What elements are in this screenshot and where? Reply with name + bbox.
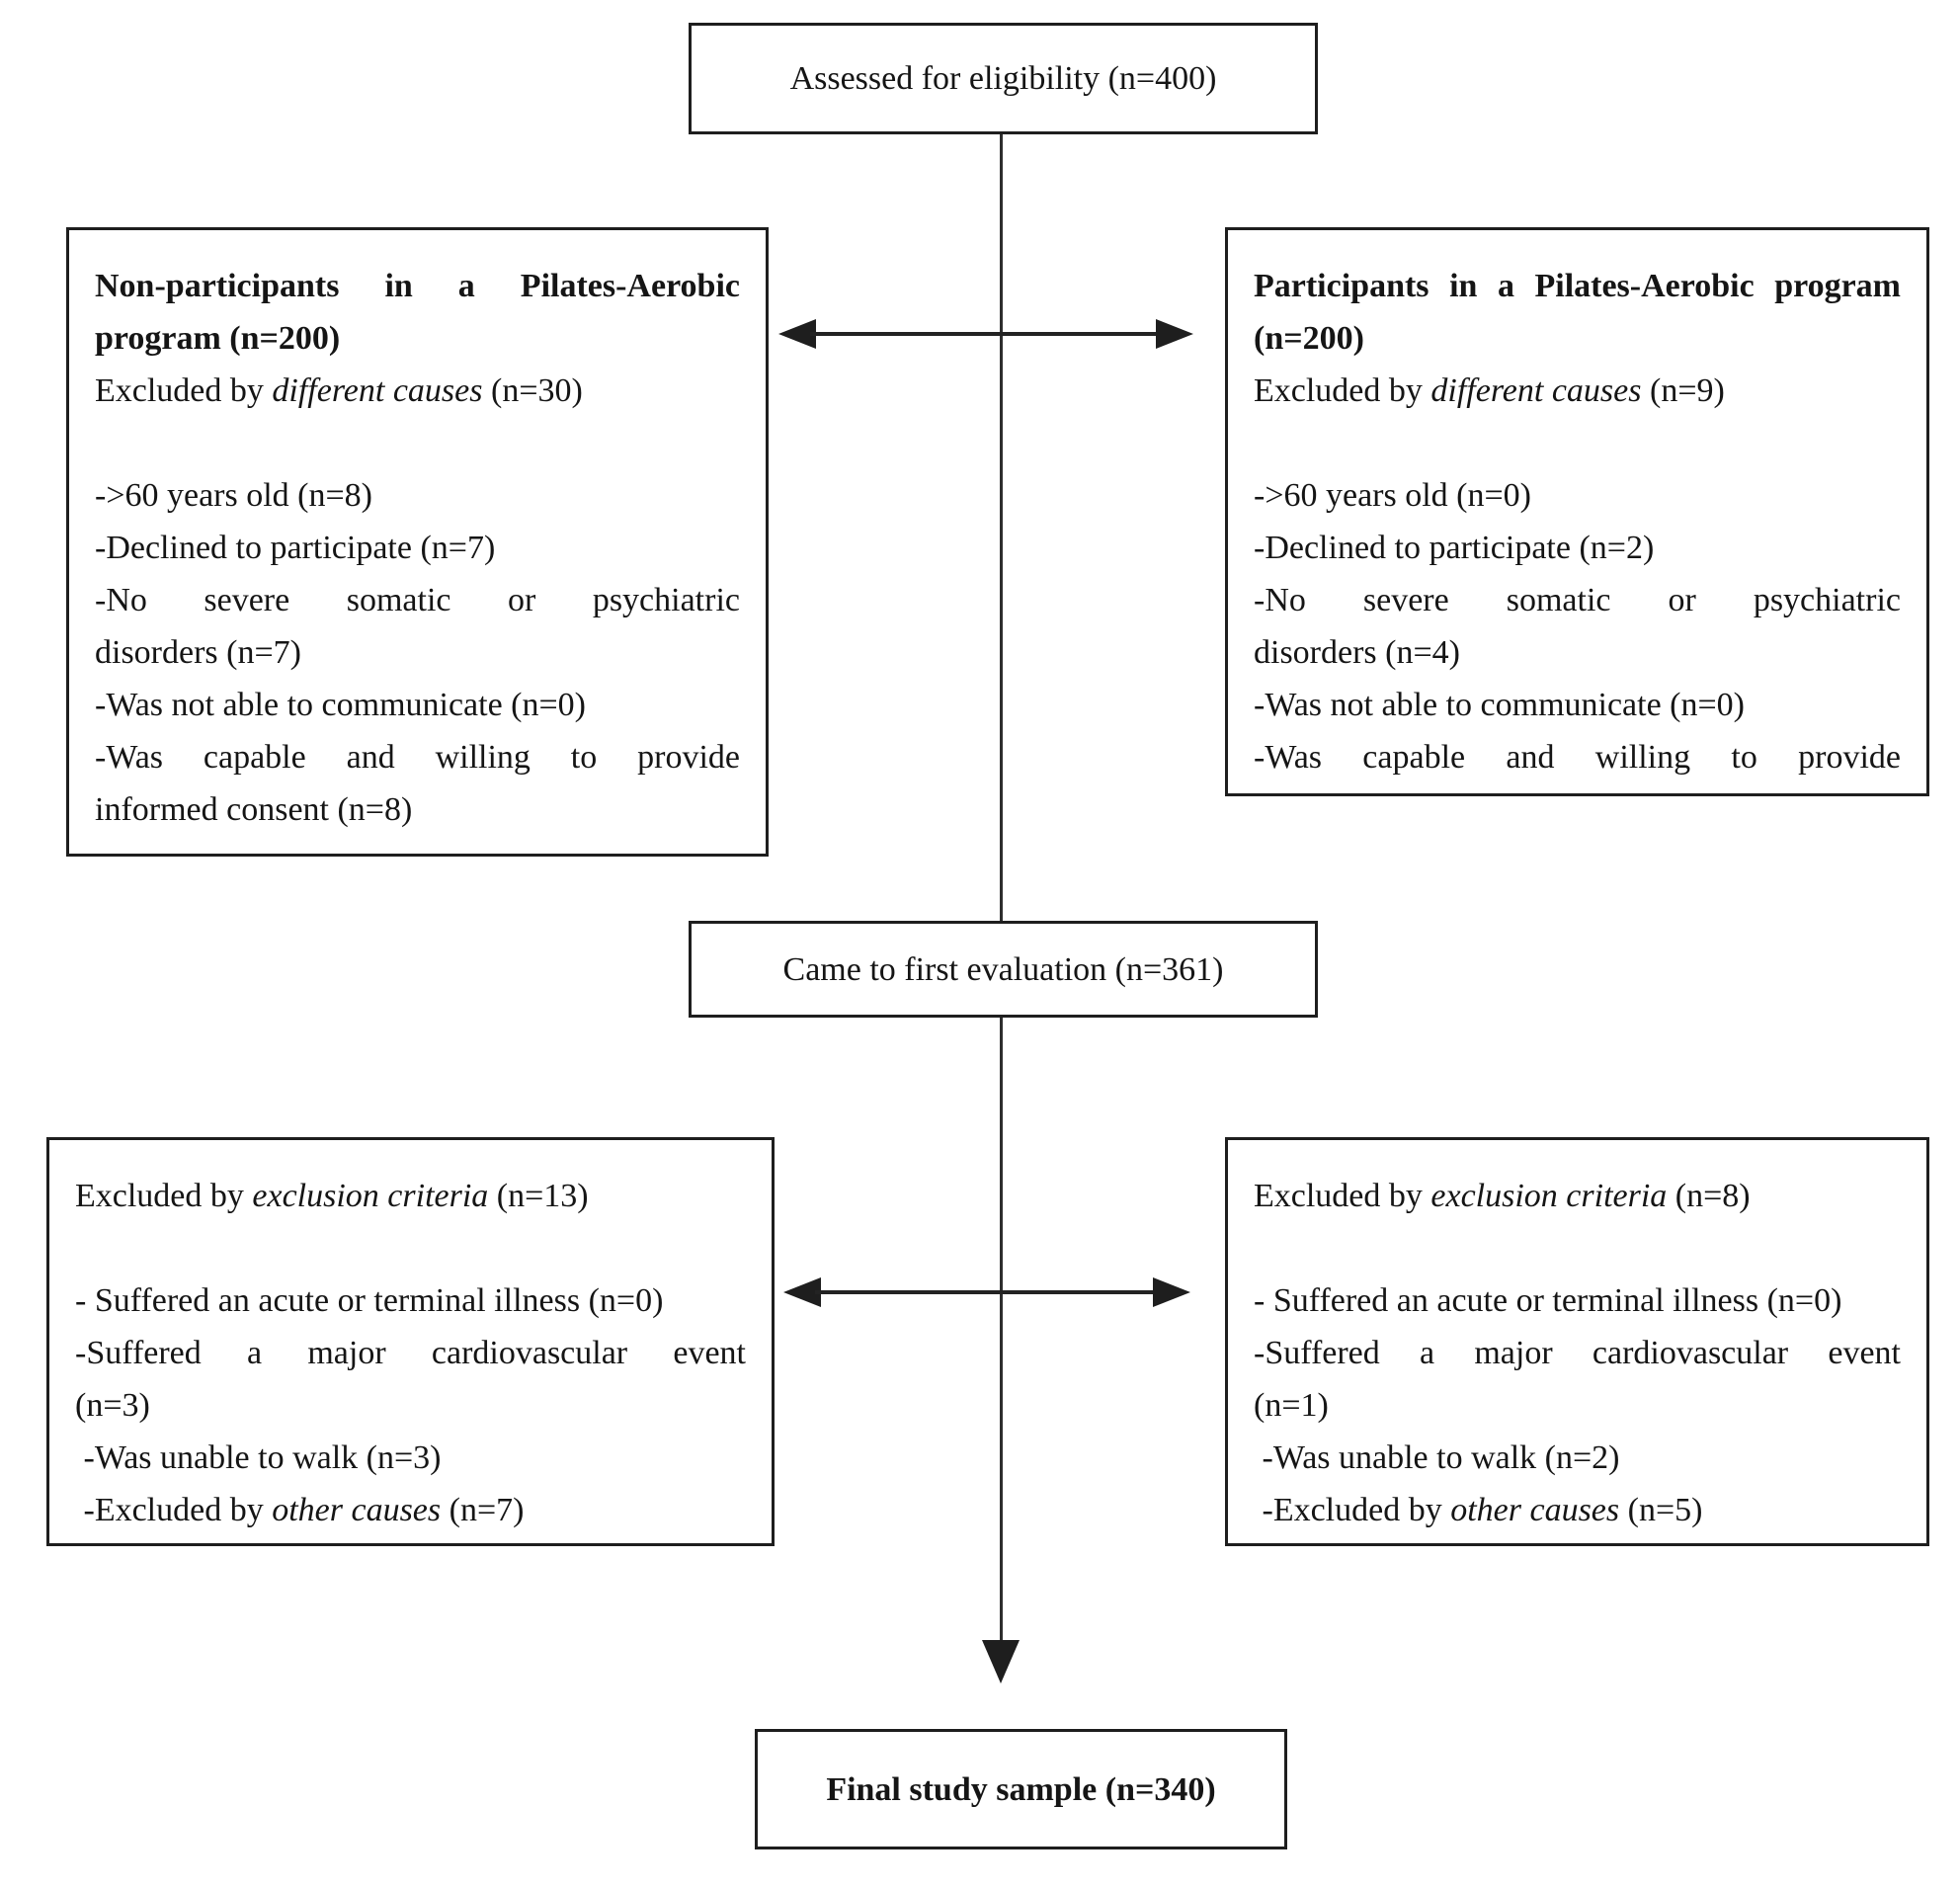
blank-line [75,1222,746,1274]
text-segment: -Was not able to communicate (n=0) [1254,687,1746,723]
text-segment: (n=3) [75,1387,150,1424]
italic-text-segment: other causes [1450,1492,1620,1528]
text-line: Excluded by exclusion criteria (n=13) [75,1170,746,1222]
text-line: ->60 years old (n=0) [1254,469,1901,522]
text-segment: ->60 years old (n=0) [1254,477,1531,514]
text-line: Excluded by different causes (n=30) [95,365,740,417]
text-line: -Was unable to walk (n=2) [1254,1432,1901,1484]
text-line: -Suffered a major cardiovascular event [1254,1327,1901,1379]
text-line: disorders (n=7) [95,626,740,679]
double-arrow-top [778,319,1193,349]
text-line: -Excluded by other causes (n=5) [1254,1484,1901,1536]
italic-text-segment: other causes [272,1492,442,1528]
text-segment: (n=200) [1254,320,1364,357]
down-arrowhead-icon [982,1640,1020,1684]
text-segment: (n=8) [1667,1178,1751,1214]
left-arrowhead-icon [783,1277,821,1307]
text-segment: -Suffered a major cardiovascular event [1254,1335,1901,1371]
text-segment: disorders (n=7) [95,634,301,671]
arrow-shaft [810,332,1162,336]
text-segment: (n=1) [1254,1387,1329,1424]
text-line: Excluded by different causes (n=9) [1254,365,1901,417]
italic-text-segment: exclusion criteria [252,1178,489,1214]
text-segment: - Suffered an acute or terminal illness … [75,1282,664,1319]
text-line: (n=3) [75,1379,746,1432]
italic-text-segment: different causes [272,372,483,409]
text-segment: -Was not able to communicate (n=0) [95,687,587,723]
text-segment: (n=7) [441,1492,525,1528]
text-line: -Excluded by other causes (n=7) [75,1484,746,1536]
text-segment: -Was unable to walk (n=2) [1254,1439,1620,1476]
text-line: -Declined to participate (n=2) [1254,522,1901,574]
text-segment: (n=30) [482,372,583,409]
text-segment: -Was unable to walk (n=3) [75,1439,442,1476]
vertical-flow-line [1000,134,1003,1642]
box-excluded-right: Excluded by exclusion criteria (n=8) - S… [1225,1137,1929,1546]
text-line: disorders (n=4) [1254,626,1901,679]
text-line: -Was capable and willing to provide [95,731,740,783]
box-first-evaluation: Came to first evaluation (n=361) [689,921,1318,1018]
blank-line [1254,1222,1901,1274]
text-segment: -No severe somatic or psychiatric [95,582,740,618]
text-line: Excluded by exclusion criteria (n=8) [1254,1170,1901,1222]
text-line: informed consent (n=8) [95,783,740,836]
text-line: program (n=200) [95,312,740,365]
text-line: -Was unable to walk (n=3) [75,1432,746,1484]
blank-line [95,417,740,469]
text-line: (n=200) [1254,312,1901,365]
text-segment: -Excluded by [75,1492,273,1528]
box-label: Came to first evaluation (n=361) [782,950,1224,988]
text-segment: -Suffered a major cardiovascular event [75,1335,746,1371]
text-segment: (n=9) [1641,372,1725,409]
box-non-participants: Non-participants in a Pilates-Aerobic pro… [66,227,769,857]
text-segment: informed consent (n=8) [95,791,413,828]
text-segment: Excluded by [1254,1178,1431,1214]
text-line: Participants in a Pilates-Aerobic progra… [1254,260,1901,312]
text-segment: (n=13) [488,1178,589,1214]
right-arrowhead-icon [1156,319,1193,349]
text-segment: -Excluded by [1254,1492,1451,1528]
text-line: -Was capable and willing to provide [1254,731,1901,783]
text-line: -Was not able to communicate (n=0) [95,679,740,731]
box-participants: Participants in a Pilates-Aerobic progra… [1225,227,1929,796]
box-final-sample: Final study sample (n=340) [755,1729,1287,1849]
text-line: (n=1) [1254,1379,1901,1432]
italic-text-segment: exclusion criteria [1430,1178,1668,1214]
text-segment: -Was capable and willing to provide [95,739,740,776]
text-segment: Excluded by [75,1178,253,1214]
text-line: -Suffered a major cardiovascular event [75,1327,746,1379]
box-excluded-left: Excluded by exclusion criteria (n=13) - … [46,1137,775,1546]
blank-line [1254,417,1901,469]
text-segment: -No severe somatic or psychiatric [1254,582,1901,618]
text-segment: Non-participants in a Pilates-Aerobic [95,268,740,304]
double-arrow-bottom [783,1277,1190,1307]
arrow-shaft [815,1290,1159,1294]
text-segment: (n=5) [1619,1492,1703,1528]
text-segment: Excluded by [95,372,273,409]
text-segment: - Suffered an acute or terminal illness … [1254,1282,1842,1319]
text-line: - Suffered an acute or terminal illness … [1254,1274,1901,1327]
right-arrowhead-icon [1153,1277,1190,1307]
box-label: Assessed for eligibility (n=400) [789,60,1217,97]
text-segment: Participants in a Pilates-Aerobic progra… [1254,268,1901,304]
text-line: -No severe somatic or psychiatric [95,574,740,626]
text-segment: -Was capable and willing to provide [1254,739,1901,776]
text-segment: program (n=200) [95,320,341,357]
text-line: ->60 years old (n=8) [95,469,740,522]
text-line: -Was not able to communicate (n=0) [1254,679,1901,731]
text-line: Non-participants in a Pilates-Aerobic [95,260,740,312]
text-segment: -Declined to participate (n=2) [1254,530,1655,566]
text-segment: ->60 years old (n=8) [95,477,372,514]
italic-text-segment: different causes [1430,372,1642,409]
text-line: -Declined to participate (n=7) [95,522,740,574]
text-line: - Suffered an acute or terminal illness … [75,1274,746,1327]
text-line: -No severe somatic or psychiatric [1254,574,1901,626]
box-assessed-eligibility: Assessed for eligibility (n=400) [689,23,1318,134]
text-segment: -Declined to participate (n=7) [95,530,496,566]
left-arrowhead-icon [778,319,816,349]
text-segment: disorders (n=4) [1254,634,1460,671]
box-label: Final study sample (n=340) [826,1770,1216,1808]
text-segment: Excluded by [1254,372,1431,409]
